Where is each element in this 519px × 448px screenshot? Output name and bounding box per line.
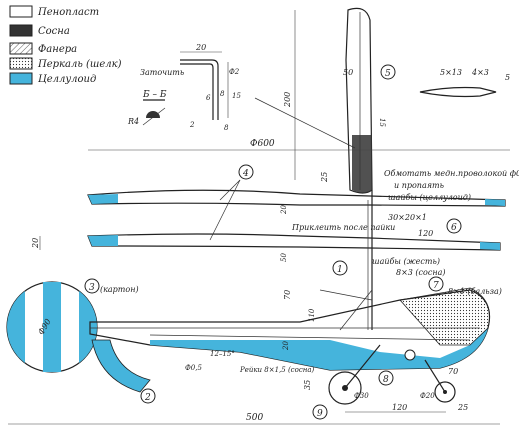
dim-fuselage-110: 110 xyxy=(308,308,316,322)
dim-500: 500 xyxy=(246,413,263,423)
dim-15: 15 xyxy=(232,92,241,100)
callout-5: 5 xyxy=(380,64,396,80)
callout-7: 7 xyxy=(428,276,444,292)
dim-r4: R4 xyxy=(127,117,139,126)
svg-text:9: 9 xyxy=(317,409,323,419)
dim-8: 8 xyxy=(220,90,225,98)
dim-6: 6 xyxy=(206,94,211,102)
dim-4x3: 4×3 xyxy=(471,68,489,77)
callout-8: 8 xyxy=(378,370,394,386)
dim-5x13: 5×13 xyxy=(440,68,462,77)
tail-fin: 50 200 15 25 xyxy=(254,7,386,194)
note-pine-8x3: 8×3 (сосна) xyxy=(396,268,445,277)
svg-text:2: 2 xyxy=(144,393,151,403)
section-label: Б – Б xyxy=(142,90,167,100)
dim-rotor-20: 20 xyxy=(31,238,40,249)
dim-phi30: Ф30 xyxy=(354,392,369,400)
dim-rotor-120: 120 xyxy=(418,229,433,238)
dim-120b: 120 xyxy=(392,403,407,412)
dim-hook-width: 20 xyxy=(195,43,206,52)
hub-notes: Обмотать медн.проволокой ф0,2 и пропаять… xyxy=(291,169,519,296)
dim-angle: 12–15° xyxy=(210,350,235,358)
legend-label-celluloid: Целлулоид xyxy=(38,74,96,85)
dim-fin-50: 50 xyxy=(343,68,353,77)
legend: Пенопласт Сосна Фанера Перкаль (шелк) Це… xyxy=(9,5,122,85)
dim-5: 5 xyxy=(505,73,510,82)
dim-fin-15: 15 xyxy=(378,118,386,127)
note-card: (картон) xyxy=(100,285,139,294)
note-sharpen: Заточить xyxy=(140,68,184,77)
legend-label-plywood: Фанера xyxy=(38,44,77,55)
note-glue-1: Приклеить после пайки xyxy=(291,223,395,232)
legend-label-foam: Пенопласт xyxy=(37,7,99,18)
legend-item-plywood: Фанера xyxy=(9,42,77,55)
dim-fin-25: 25 xyxy=(320,172,329,183)
dim-fin-200: 200 xyxy=(283,92,292,108)
rotor-blades: 20 50 20 120 xyxy=(31,179,506,262)
fuselage: Ф90 (картон) 12–15° Ф0,5 Рейки 8×1,5 (со… xyxy=(6,281,491,413)
legend-label-pine: Сосна xyxy=(38,26,70,37)
dim-phi0-5: Ф0,5 xyxy=(185,364,202,372)
note-washers-tin: шайбы (жесть) xyxy=(372,257,440,266)
svg-text:3: 3 xyxy=(89,283,95,293)
legend-label-percale: Перкаль (шелк) xyxy=(37,59,122,70)
legend-item-celluloid: Целлулоид xyxy=(9,72,96,85)
overall-length: 500 xyxy=(8,413,500,425)
span-dimension: Ф600 xyxy=(88,139,510,151)
legend-item-foam: Пенопласт xyxy=(9,5,99,18)
callout-1: 1 xyxy=(332,260,348,276)
callout-2: 2 xyxy=(140,388,156,404)
callout-9: 9 xyxy=(312,404,328,420)
legend-item-pine: Сосна xyxy=(9,24,70,37)
note-slats: Рейки 8×1,5 (сосна) xyxy=(239,366,315,374)
svg-text:6: 6 xyxy=(451,223,457,233)
dim-phi20: Ф20 xyxy=(420,392,435,400)
dim-2: 2 xyxy=(189,121,195,129)
dim-phi2: Ф2 xyxy=(229,68,240,76)
dim-fuselage-20: 20 xyxy=(282,341,290,351)
callout-6: 6 xyxy=(446,218,462,234)
note-solder: и пропаять xyxy=(394,181,444,190)
dim-70b: 70 xyxy=(448,367,458,376)
dim-fuselage-70: 70 xyxy=(283,290,292,300)
svg-text:7: 7 xyxy=(433,281,439,291)
note-plate: 30×20×1 xyxy=(388,213,427,222)
legend-item-percale: Перкаль (шелк) xyxy=(9,57,122,70)
svg-text:8: 8 xyxy=(383,375,389,385)
note-washers-celluloid: шайбы (целлулоид) xyxy=(388,193,471,202)
dim-rotor-20b: 20 xyxy=(280,205,288,215)
section-b-b: Б – Б R4 xyxy=(127,90,167,126)
svg-text:5: 5 xyxy=(385,69,391,79)
svg-text:4: 4 xyxy=(242,169,249,179)
dim-phi600: Ф600 xyxy=(250,139,275,149)
dim-rotor-50: 50 xyxy=(280,253,288,262)
dim-8b: 8 xyxy=(224,124,229,132)
svg-text:1: 1 xyxy=(337,265,343,275)
callouts: 1 2 3 4 5 6 7 8 9 xyxy=(84,64,462,420)
note-bend-wire: Обмотать медн.проволокой ф0,2 xyxy=(384,169,519,178)
dim-35: 35 xyxy=(303,380,312,390)
wire-hook-detail: 20 Заточить Ф2 8 15 6 2 8 xyxy=(140,43,241,132)
nose-detail: 5×13 4×3 5 xyxy=(419,68,510,98)
callout-4: 4 xyxy=(238,164,254,180)
dim-25b: 25 xyxy=(457,403,468,412)
callout-3: 3 xyxy=(84,278,100,294)
